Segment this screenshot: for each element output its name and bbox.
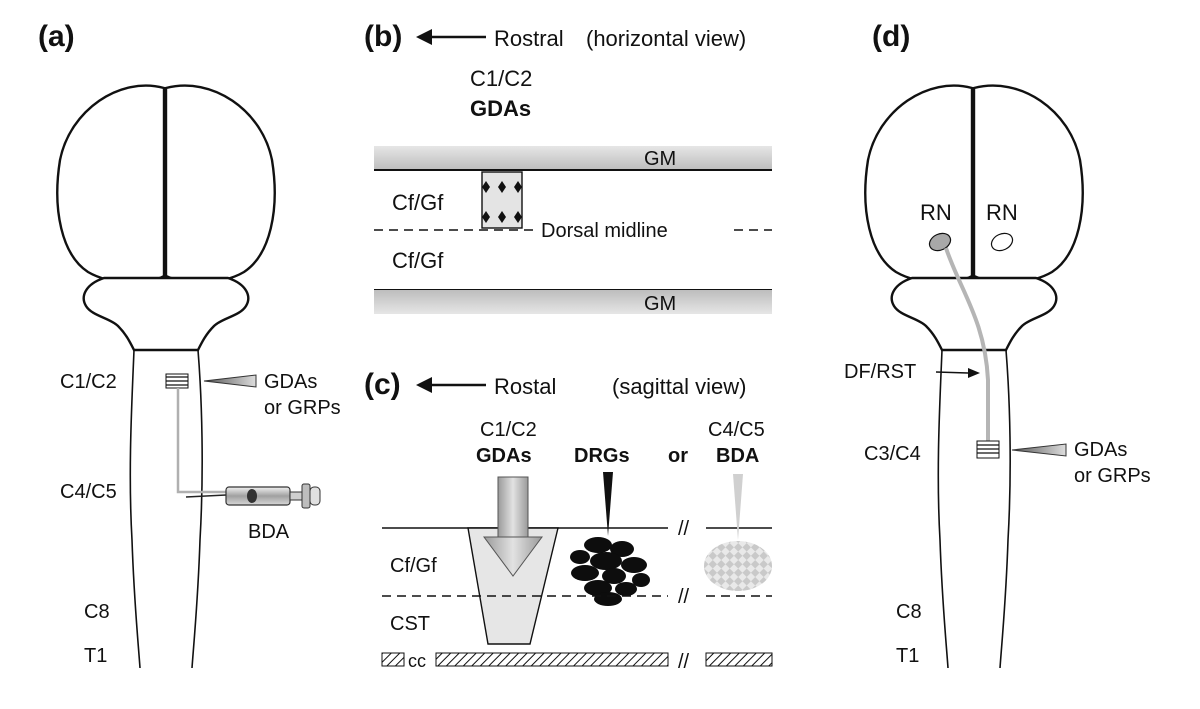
drg-cluster: [570, 537, 650, 606]
level-c8-label: C8: [84, 601, 110, 623]
graft-label: GDAs: [470, 96, 531, 121]
rostral-arrow-icon: [416, 29, 486, 45]
break-mark: //: [678, 651, 690, 673]
panel-c-letter: (c): [364, 368, 401, 401]
tract-cst-label: CST: [390, 613, 430, 635]
rn-left-label: RN: [920, 200, 952, 225]
graft-label: GDAs: [476, 445, 532, 467]
bda-needle-icon: [733, 474, 743, 540]
panel-b-letter: (b): [364, 20, 402, 53]
gm-bar-bottom: [374, 289, 772, 314]
tracer-level-label: C4/C5: [708, 419, 765, 441]
tract-cf-label: Cf/Gf: [390, 555, 437, 577]
drg-needle-icon: [603, 472, 613, 536]
graft-arrow-icon: [483, 476, 543, 577]
view-label: (horizontal view): [586, 26, 746, 51]
spinal-cord-outline: [937, 349, 1011, 669]
column-bottom-label: Cf/Gf: [392, 248, 444, 273]
level-t1-label: T1: [84, 645, 107, 667]
panel-a-letter: (a): [38, 20, 75, 53]
panel-d: (d) RN RN DF/RST GDAs o: [844, 20, 1151, 669]
red-nucleus-icon: [928, 232, 952, 252]
red-nucleus-icon: [990, 232, 1014, 252]
column-top-label: Cf/Gf: [392, 190, 444, 215]
tracer-label: BDA: [716, 445, 759, 467]
level-c1c2-label: C1/C2: [60, 371, 117, 393]
break-mark: //: [678, 586, 690, 608]
level-c4c5-label: C4/C5: [60, 481, 117, 503]
rn-right-label: RN: [986, 200, 1018, 225]
brain-outline-icon: [56, 84, 276, 352]
panel-d-letter: (d): [872, 20, 910, 53]
level-label: C3/C4: [864, 443, 921, 465]
view-label: (sagittal view): [612, 374, 746, 399]
drgs-label: DRGs: [574, 445, 630, 467]
graft-label-line1: GDAs: [1074, 439, 1127, 461]
gm-bottom-label: GM: [644, 293, 676, 315]
graft-level-label: C1/C2: [480, 419, 537, 441]
injection-needle-icon: [203, 374, 257, 388]
spinal-cord-outline: [129, 349, 203, 669]
direction-label: Rostal: [494, 374, 556, 399]
rostral-arrow-icon: [416, 377, 486, 393]
canal-label: cc: [408, 651, 426, 671]
central-canal: [381, 652, 773, 667]
graft-implant: [481, 171, 523, 229]
direction-label: Rostral: [494, 26, 564, 51]
pointer-arrow-icon: [935, 368, 980, 378]
syringe-icon: [185, 483, 321, 509]
level-t1-label: T1: [896, 645, 919, 667]
graft-level-label: C1/C2: [470, 66, 532, 91]
panel-c: (c) Rostal (sagittal view) C1/C2 GDAs DR…: [364, 368, 773, 673]
panel-a: (a) C1/C2 C4/C5 C8 T1 GDAs or: [38, 20, 341, 669]
rubrospinal-tract: [944, 247, 990, 452]
graft-stripes-icon: [165, 373, 189, 389]
injection-needle-icon: [1011, 443, 1067, 457]
midline-label: Dorsal midline: [541, 220, 668, 242]
graft-label-line2: or GRPs: [264, 397, 341, 419]
graft-label-line2: or GRPs: [1074, 465, 1151, 487]
break-mark: //: [678, 518, 690, 540]
tract-label: DF/RST: [844, 361, 916, 383]
tracer-label: BDA: [248, 521, 290, 543]
level-c8-label: C8: [896, 601, 922, 623]
traced-axon-line: [176, 388, 230, 494]
graft-label-line1: GDAs: [264, 371, 317, 393]
graft-stripes-icon: [976, 440, 1000, 459]
gm-bar-top: [374, 146, 772, 171]
or-label: or: [668, 445, 688, 467]
bda-injection-site: [704, 541, 772, 591]
panel-b: (b) Rostral (horizontal view) C1/C2 GDAs…: [364, 20, 772, 315]
gm-top-label: GM: [644, 148, 676, 170]
